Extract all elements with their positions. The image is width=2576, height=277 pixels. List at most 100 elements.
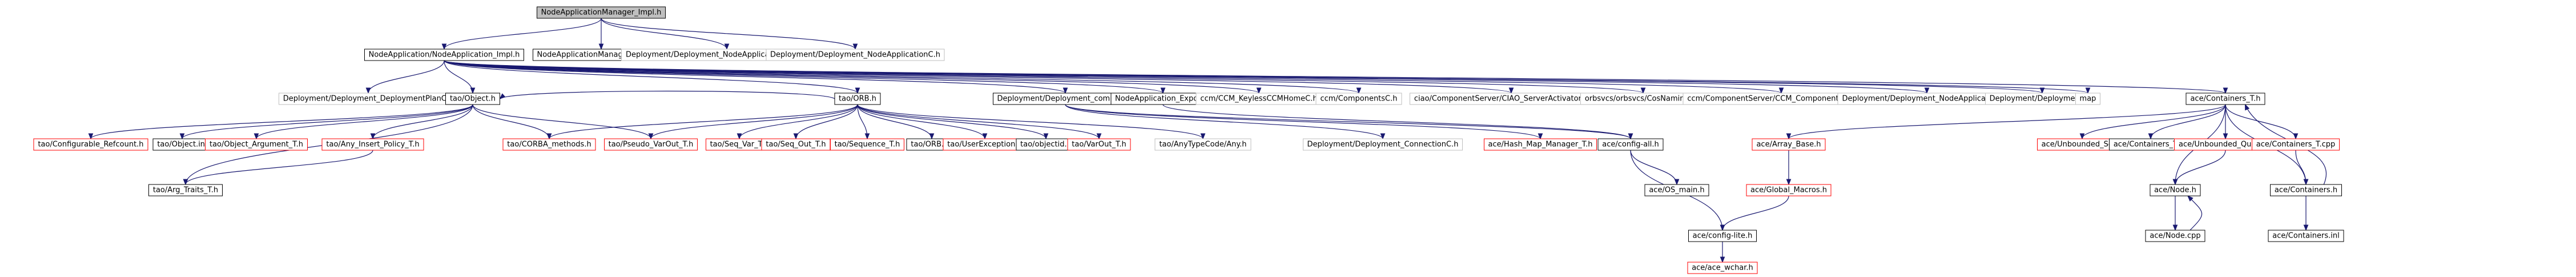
edge-arrowhead (793, 133, 799, 140)
edge-arrowhead (1256, 87, 1262, 94)
edge-n1-n14 (444, 60, 1784, 94)
edge-line (444, 60, 1259, 94)
edge-line (500, 90, 835, 99)
edge-line (372, 104, 473, 139)
node-n34[interactable]: ace/Hash_Map_Manager_T.h (1484, 138, 1597, 151)
edge-n1-n9 (444, 60, 1166, 94)
edge-n1-n7 (444, 60, 860, 94)
edge-line (444, 60, 2226, 94)
node-n41[interactable]: tao/Arg_Traits_T.h (148, 184, 223, 196)
node-box (1315, 93, 1402, 105)
node-n35[interactable]: ace/config-all.h (1597, 138, 1664, 151)
node-n39[interactable]: ace/Unbounded_Queue.h (2174, 138, 2277, 151)
edge-line (472, 104, 651, 139)
node-n45[interactable]: ace/ace_wchar.h (1687, 262, 1758, 274)
node-box (537, 6, 666, 19)
node-n27[interactable]: tao/Sequence_T.h (830, 138, 904, 151)
node-n36[interactable]: ace/Array_Base.h (1752, 138, 1826, 151)
node-n40[interactable]: ace/Containers_T.cpp (2252, 138, 2340, 151)
edge-n8-n34 (1065, 104, 1543, 140)
node-label: NodeApplication/NodeApplication_Impl.h (369, 51, 520, 59)
edge-arrowhead (929, 133, 935, 140)
node-label: Deployment/Deployment_DeploymentPlanC.h (283, 95, 454, 103)
node-box (445, 93, 500, 105)
node-n24[interactable]: tao/Pseudo_VarOut_T.h (604, 138, 698, 151)
node-n43[interactable]: ace/Global_Macros.h (1746, 184, 1832, 196)
node-n18[interactable]: ace/Containers_T.h (2185, 93, 2265, 105)
node-n1[interactable]: NodeApplication/NodeApplication_Impl.h (364, 49, 524, 61)
edge-n0-n3 (601, 18, 730, 50)
edge-n6-n24 (472, 104, 654, 140)
edge-line (444, 60, 1782, 94)
edge-line (2175, 150, 2226, 185)
node-n23[interactable]: tao/CORBA_methods.h (502, 138, 596, 151)
node-label: NodeApplication_Export.h (1115, 95, 1211, 103)
node-label: tao/Pseudo_VarOut_T.h (609, 140, 694, 149)
node-label: tao/ORB.h (839, 95, 876, 103)
edge-n22-n41 (183, 150, 373, 186)
node-label: tao/Seq_Var_T.h (710, 140, 769, 149)
node-n7[interactable]: tao/ORB.h (834, 93, 881, 105)
edge-n35-n42 (1630, 150, 1680, 186)
edge-line (1162, 104, 1631, 139)
edge-arrowhead (2079, 133, 2085, 140)
edge-line (1065, 104, 1383, 139)
node-n21[interactable]: tao/Object_Argument_T.h (205, 138, 308, 151)
node-n9[interactable]: NodeApplication_Export.h (1110, 93, 1215, 105)
edge-arrowhead (1537, 133, 1543, 140)
edge-arrowhead (470, 87, 476, 94)
node-box (2185, 93, 2265, 105)
edge-n1-n12 (444, 60, 1514, 94)
node-n6[interactable]: tao/Object.h (445, 93, 500, 105)
node-n49[interactable]: ace/Containers.inl (2268, 230, 2344, 242)
node-n19[interactable]: tao/Configurable_Refcount.h (33, 138, 148, 151)
edge-arrowhead (2039, 87, 2045, 94)
edge-line (444, 60, 858, 94)
edge-arrowhead (1720, 224, 1725, 231)
edge-n7-n6 (499, 90, 835, 99)
edge-arrowhead (546, 133, 552, 140)
edge-n7-n30 (857, 104, 1049, 140)
node-n44[interactable]: ace/config-lite.h (1688, 230, 1757, 242)
edge-n18-n40 (2225, 104, 2299, 140)
node-box (2075, 93, 2100, 105)
edge-arrowhead (183, 179, 188, 186)
node-n46[interactable]: ace/Node.h (2150, 184, 2201, 196)
node-label: Deployment/DeploymentC.h (1990, 95, 2095, 103)
edge-line (256, 104, 473, 139)
node-n14: ccm/ComponentServer/CCM_ComponentServerC… (1683, 93, 1880, 105)
node-n47[interactable]: ace/Containers.h (2270, 184, 2342, 196)
node-box (148, 184, 223, 196)
node-n22[interactable]: tao/Any_Insert_Policy_T.h (321, 138, 424, 151)
node-label: ace/Node.h (2154, 186, 2196, 195)
node-n33: Deployment/Deployment_ConnectionC.h (1303, 138, 1463, 151)
node-n30[interactable]: tao/objectid.h (1016, 138, 1076, 151)
node-n20[interactable]: tao/Object.inl (152, 138, 212, 151)
edge-arrowhead (2303, 179, 2309, 186)
node-n31[interactable]: tao/VarOut_T.h (1067, 138, 1131, 151)
node-label: tao/ORB.inl (911, 140, 952, 149)
node-n48[interactable]: ace/Node.cpp (2145, 230, 2205, 242)
edge-arrowhead (2293, 133, 2299, 140)
node-n29[interactable]: tao/UserException.h (943, 138, 1027, 151)
edge-line (857, 104, 1046, 139)
node-label: tao/Seq_Out_T.h (766, 140, 826, 149)
node-label: tao/AnyTypeCode/Any.h (1159, 140, 1246, 149)
edge-arrowhead (2148, 133, 2154, 140)
node-n0[interactable]: NodeApplicationManager_Impl.h (537, 6, 666, 19)
node-n13: orbsvcs/orbsvcs/CosNamingC.h (1580, 93, 1706, 105)
node-box (1752, 138, 1826, 151)
node-n10: ccm/CCM_KeylessCCMHomeC.h (1196, 93, 1322, 105)
node-box (830, 138, 904, 151)
edge-arrowhead (2244, 103, 2250, 111)
node-box (1067, 138, 1131, 151)
node-n25[interactable]: tao/Seq_Var_T.h (706, 138, 773, 151)
edge-arrowhead (1924, 87, 1930, 94)
node-n26[interactable]: tao/Seq_Out_T.h (761, 138, 831, 151)
node-n42[interactable]: ace/OS_main.h (1644, 184, 1709, 196)
node-label: tao/CORBA_methods.h (507, 140, 591, 149)
edge-arrowhead (370, 133, 376, 140)
node-n8[interactable]: Deployment/Deployment_common.h (993, 93, 1138, 105)
node-n37[interactable]: ace/Unbounded_Set.h (2037, 138, 2127, 151)
